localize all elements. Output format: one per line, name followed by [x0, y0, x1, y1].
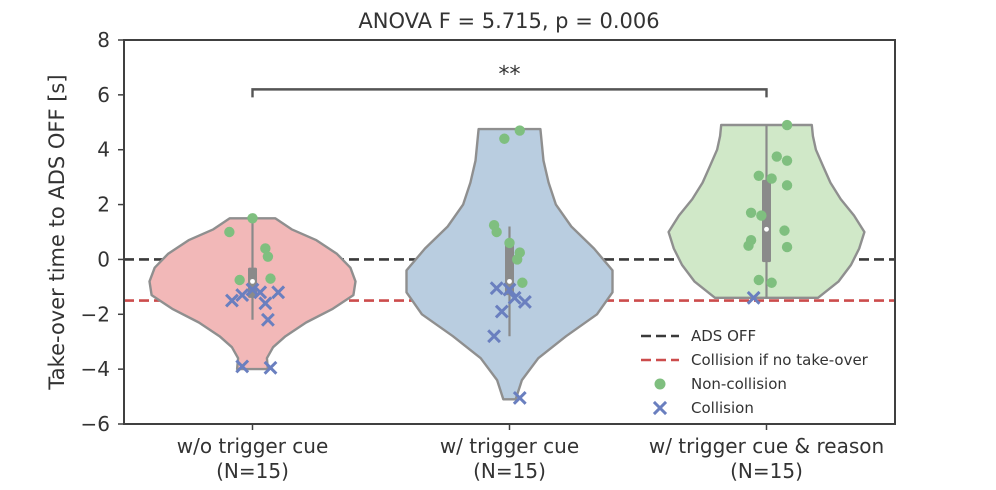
legend-label: ADS OFF [691, 327, 756, 345]
non-collision-point [781, 180, 793, 191]
non-collision-point [262, 251, 274, 262]
non-collision-point [224, 226, 235, 238]
non-collision-point [781, 119, 793, 131]
legend-swatch-cross [652, 400, 668, 416]
x-tick-label: w/ trigger cue [440, 434, 579, 458]
legend-label: Collision [691, 399, 754, 417]
non-collision-point [265, 273, 276, 284]
data-points [224, 119, 793, 405]
collision-point [746, 290, 761, 305]
x-tick-count: (N=15) [473, 459, 546, 483]
collision-point [489, 281, 504, 296]
collision-point [271, 285, 286, 300]
collision-point [263, 360, 278, 375]
collision-point [260, 312, 275, 327]
y-tick-label: 2 [97, 193, 110, 217]
non-collision-point [743, 240, 754, 251]
legend-swatch-dot [654, 378, 666, 390]
collision-point [258, 296, 273, 311]
non-collision-point [504, 237, 515, 249]
x-tick-count: (N=15) [730, 459, 803, 483]
chart-title: ANOVA F = 5.715, p = 0.006 [358, 9, 659, 33]
significance-line [251, 88, 768, 98]
violins [148, 123, 866, 401]
non-collision-point [766, 277, 777, 288]
collision-point [235, 288, 250, 303]
non-collision-point [247, 213, 258, 224]
plot-frame [123, 39, 896, 425]
collision-point [517, 295, 532, 309]
non-collision-point [781, 155, 793, 166]
y-tick-label: −2 [81, 302, 110, 326]
non-collision-point [756, 210, 767, 221]
x-tick-label: w/o trigger cue [177, 434, 329, 458]
non-collision-point [745, 207, 757, 218]
y-axis-label: Take-over time to ADS OFF [s] [45, 74, 69, 390]
violin-median [507, 278, 512, 284]
collision-point [502, 282, 517, 297]
x-tick-count: (N=15) [216, 459, 289, 483]
non-collision-point [766, 173, 777, 184]
y-tick-label: 8 [97, 28, 110, 52]
violin-iqr-box [762, 179, 771, 263]
legend-label: Non-collision [691, 375, 787, 393]
non-collision-point [771, 151, 782, 162]
non-collision-point [499, 133, 510, 144]
collision-point [487, 329, 502, 344]
collision-point [225, 293, 239, 308]
non-collision-point [234, 274, 245, 286]
y-tick-label: 0 [97, 247, 110, 271]
non-collision-point [512, 254, 523, 265]
y-tick-label: 6 [97, 83, 110, 107]
y-axis-ticks: 8 6 4 2 0 −2 −4 −6 [81, 28, 124, 436]
y-tick-label: −4 [81, 357, 110, 381]
non-collision-point [491, 226, 502, 238]
collision-point [507, 290, 522, 305]
y-tick-label: −6 [81, 412, 110, 436]
x-axis-ticks: w/o trigger cue(N=15)w/ trigger cue(N=15… [177, 424, 884, 483]
violin-median [764, 226, 769, 232]
non-collision-point [781, 241, 793, 253]
y-tick-label: 4 [97, 138, 110, 162]
x-tick-label: w/ trigger cue & reason [649, 434, 884, 458]
collision-point [494, 304, 509, 319]
violin-median [250, 278, 255, 284]
legend: ADS OFF Collision if no take-overNon-coll… [641, 327, 869, 417]
significance-bracket: ** [251, 62, 768, 98]
collision-point [512, 391, 527, 405]
non-collision-point [753, 274, 764, 286]
significance-label: ** [499, 62, 521, 87]
collision-point [253, 285, 268, 300]
non-collision-point [753, 170, 764, 181]
legend-label: Collision if no take-over [691, 351, 869, 369]
non-collision-point [514, 125, 525, 136]
non-collision-point [517, 277, 528, 288]
non-collision-point [779, 225, 790, 236]
non-collision-point [260, 243, 271, 254]
collision-point [235, 359, 250, 374]
